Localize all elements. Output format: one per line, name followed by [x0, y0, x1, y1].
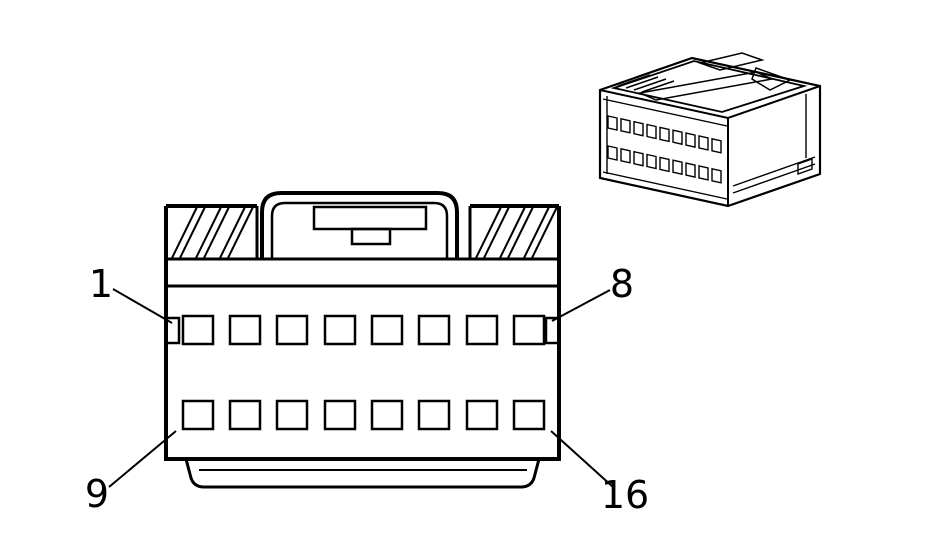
iso-side-face-details	[732, 94, 816, 194]
iso-holes-lower-row	[607, 145, 722, 184]
pin-label-8: 8	[610, 262, 634, 306]
iso-latch-ridge	[625, 76, 659, 89]
pin-label-9: 9	[85, 472, 109, 516]
lock-tab-outer	[260, 191, 459, 259]
pin-row-bottom	[181, 399, 546, 431]
pin-hole	[323, 399, 357, 431]
iso-latch-arm	[637, 71, 775, 101]
pin-hole	[512, 399, 546, 431]
connector-face-edges	[166, 206, 559, 288]
pin-hole	[370, 399, 404, 431]
pin-hole	[181, 399, 215, 431]
pin-row-top	[181, 314, 546, 346]
pin-hole	[370, 314, 404, 346]
iso-latch-assembly	[617, 52, 792, 101]
connector-isometric-view	[598, 52, 822, 208]
iso-latch-ridge	[633, 78, 667, 91]
index-notch-right	[544, 316, 561, 345]
pin-hole	[417, 314, 451, 346]
iso-mount-foot	[797, 158, 813, 175]
pin-hole	[417, 399, 451, 431]
pin-hole	[512, 314, 546, 346]
pin-hole	[181, 314, 215, 346]
connector-front-view	[164, 191, 561, 489]
iso-lock-block	[697, 52, 765, 71]
lock-tab-detail-notch	[350, 227, 392, 246]
hatch-right-block	[475, 206, 558, 259]
leader-pin-16	[550, 430, 614, 488]
iso-latch-ridge	[617, 74, 651, 87]
iso-latch-tip	[751, 67, 792, 91]
pin-hole	[228, 314, 262, 346]
pin-hole	[465, 399, 499, 431]
iso-corner-edges	[599, 85, 821, 206]
leader-pin-9	[108, 430, 177, 488]
pin-label-16: 16	[601, 473, 649, 517]
iso-front-rims	[602, 96, 728, 200]
bottom-rail	[184, 457, 541, 489]
pin-label-leaders	[108, 288, 614, 488]
bottom-rail-outline	[184, 457, 541, 489]
lock-tab-inner	[270, 201, 449, 259]
leader-pin-1	[112, 288, 173, 324]
pin-hole	[275, 314, 309, 346]
hatch-left-block	[171, 206, 254, 259]
iso-holes-upper-row	[607, 115, 722, 154]
iso-latch-ridge	[641, 80, 675, 93]
pin-hole	[465, 314, 499, 346]
index-notch-left	[164, 316, 181, 345]
pin-hole	[228, 399, 262, 431]
pin-label-1: 1	[89, 262, 113, 306]
iso-top-rim	[610, 60, 808, 113]
lock-tab-arch	[260, 191, 459, 259]
leader-pin-8	[551, 289, 611, 322]
pin-hole	[323, 314, 357, 346]
pin-hole	[275, 399, 309, 431]
